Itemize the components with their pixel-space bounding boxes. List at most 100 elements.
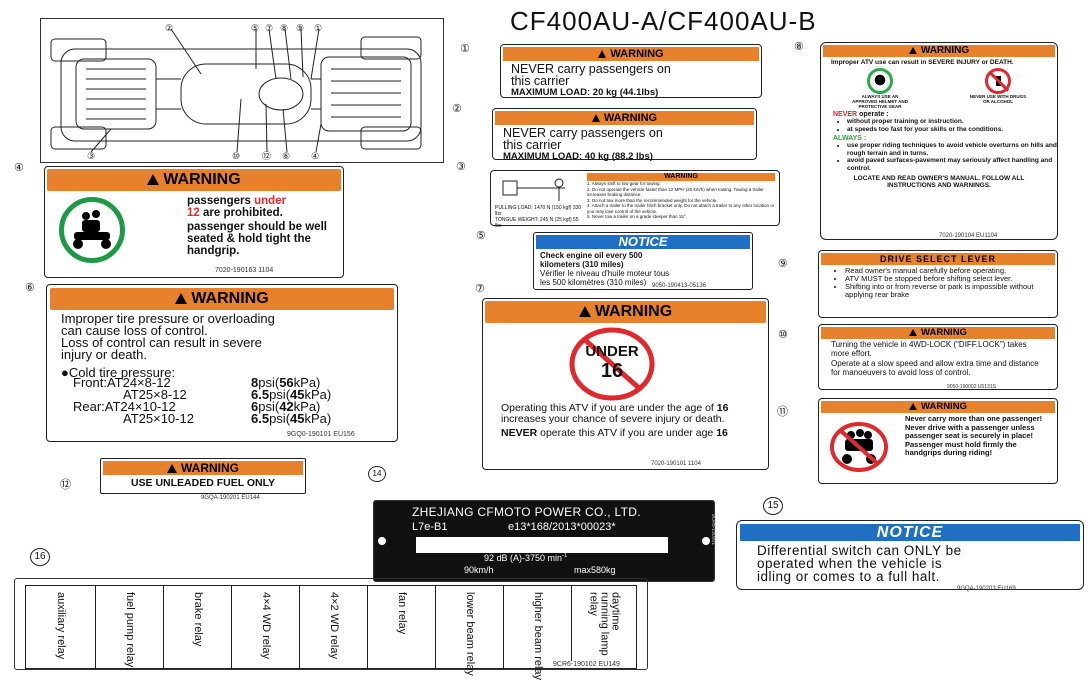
- relay-cell-fuel-pump: fuel pump relay: [96, 586, 164, 670]
- relay-cell-brake: brake relay: [164, 586, 232, 670]
- warning-header-text: WARNING: [603, 112, 658, 124]
- warning-header-text: WARNING: [191, 290, 269, 307]
- callout-4: ④: [14, 162, 24, 174]
- warning-triangle-icon: [175, 293, 188, 304]
- towing-item-4: 4. Attach a trailer to the trailer hitch…: [587, 203, 775, 214]
- label-passenger-under-12: WARNING passengers under 12 are prohibit…: [44, 166, 344, 278]
- tongue-weight-label: TONGUE WEIGHT:: [495, 217, 539, 223]
- label-code: 9GQ0-190101 EU156: [287, 431, 355, 438]
- label-improper-use: WARNING Improper ATV use can result in S…: [820, 42, 1058, 240]
- label-towing: PULLING LOAD: 1470 N (150 kgf) 330 lbs T…: [490, 170, 780, 229]
- callout-15: 15: [763, 497, 783, 515]
- drive-select-header: DRIVE SELECT LEVER: [821, 253, 1055, 265]
- label-4wd-lock: WARNING Turning the vehicle in 4WD-LOCK …: [818, 324, 1058, 390]
- warning-header: WARNING: [485, 301, 766, 323]
- warning-header-text: WARNING: [921, 327, 967, 338]
- warning-header-text: WARNING: [163, 171, 241, 188]
- relay-grid: auxiliary relay fuel pump relay brake re…: [25, 585, 637, 680]
- label-code: 9050-190413-05136: [652, 283, 707, 289]
- callout-11: ⑪: [777, 406, 788, 418]
- tongue-weight-value: 245 N (25 kgf) 55 lbs: [495, 217, 579, 229]
- one-passenger-text: Never carry more than one passenger! Nev…: [905, 414, 1043, 457]
- callout-10: ⑩: [778, 329, 788, 341]
- callout-9: ⑨: [778, 258, 788, 270]
- diagram-callout-bottom-5: ④: [311, 151, 319, 161]
- diff-line-2: operated when the vehicle is: [757, 556, 943, 571]
- tire-row-end: kPa): [293, 399, 321, 414]
- helmet-icon-group: ALWAYS USE AN APPROVED HELMET AND PROTEC…: [850, 68, 910, 109]
- tire-row-unit: psi(: [258, 375, 280, 390]
- diagram-callout-top-1: ②: [165, 23, 173, 33]
- relay-label: higher beam relay: [531, 592, 544, 680]
- callout-3: ③: [456, 161, 466, 173]
- label-carrier-40kg: WARNING NEVER carry passengers on this c…: [492, 108, 757, 162]
- diff-line-3: idling or comes to a full halt.: [757, 569, 940, 584]
- relay-cell-fan: fan relay: [368, 586, 436, 670]
- callout-12: ⑫: [60, 479, 71, 491]
- no-alcohol-icon: [985, 68, 1011, 94]
- warning-header: WARNING: [503, 47, 759, 61]
- callout-1: ①: [460, 43, 470, 55]
- oil-line-2: kilometers (310 miles): [540, 260, 624, 269]
- under-16-line-1: Operating this ATV if you are under the …: [501, 403, 751, 425]
- nameplate-vin-box: [416, 537, 668, 553]
- carrier-max-load: MAXIMUM LOAD: 40 kg (88.2 lbs): [503, 151, 653, 162]
- passenger-line-1b: under: [254, 195, 287, 207]
- tire-line-4: injury or death.: [61, 347, 147, 362]
- relay-cell-daytime-lamp: daytime running lamp relay: [572, 586, 636, 670]
- relay-label: brake relay: [191, 592, 204, 647]
- label-code: 9GQA-190201 EU144: [201, 495, 260, 501]
- warning-triangle-icon: [909, 329, 918, 336]
- carrier-line-2: this carrier: [511, 74, 570, 88]
- relay-label: fuel pump relay: [123, 592, 136, 668]
- never-tail: operate :: [857, 111, 889, 118]
- carrier-line-1: NEVER carry passengers on: [511, 62, 671, 76]
- atv-topview-drawing: ② ⑤ ⑦ ⑧ ⑨ ① ③ ⑩ ⑫ ⑥ ④: [50, 23, 422, 161]
- callout-5: ⑤: [476, 230, 486, 242]
- drive-select-item: ATV MUST be stopped before shifting sele…: [845, 275, 1057, 283]
- never-item: at speeds too fast for your skills or th…: [847, 126, 1057, 134]
- passenger-line-1a: passengers: [187, 195, 255, 207]
- drive-select-item: Read owner's manual carefully before ope…: [845, 267, 1057, 275]
- pull-load-value: 1470 N (150 kgf) 330 lbs: [495, 205, 582, 217]
- diagram-callout-top-5: ⑨: [296, 23, 304, 33]
- nameplate-max: max580kg: [574, 565, 616, 575]
- tire-row-end: kPa): [304, 387, 332, 402]
- callout-15-text: 15: [767, 500, 779, 511]
- relay-label: lower beam relay: [463, 592, 476, 676]
- tire-row-kpa: 45: [290, 387, 305, 402]
- label-under-16: WARNING UNDER 16 Operating this ATV if y…: [482, 298, 769, 470]
- callout-7: ⑦: [475, 283, 485, 295]
- warning-header-text: WARNING: [921, 401, 967, 412]
- diagram-callout-top-3: ⑦: [265, 23, 273, 33]
- diagram-callout-bottom-4: ⑥: [282, 151, 290, 161]
- sign-under-text: UNDER: [585, 343, 639, 360]
- warning-triangle-icon: [167, 464, 177, 473]
- oil-line-3: Vérifier le niveau d'huile moteur tous: [540, 269, 670, 278]
- relay-cell-4x2: 4×2 WD relay: [300, 586, 368, 670]
- callout-2: ②: [452, 103, 462, 115]
- callout-8: ⑧: [794, 41, 804, 53]
- under-16-line-1a: Operating this ATV if you are under the …: [501, 402, 717, 414]
- notice-header: NOTICE: [740, 524, 1080, 541]
- relay-cell-auxiliary: auxiliary relay: [26, 586, 96, 670]
- relay-cell-lower-beam: lower beam relay: [436, 586, 504, 676]
- diagram-callout-bottom-2: ⑩: [232, 151, 240, 161]
- improper-icons: ALWAYS USE AN APPROVED HELMET AND PROTEC…: [821, 68, 1057, 109]
- warning-triangle-icon: [909, 403, 918, 410]
- sign-age-number: 16: [600, 360, 624, 382]
- towing-diagram: PULLING LOAD: 1470 N (150 kgf) 330 lbs T…: [495, 175, 585, 229]
- label-notice-oil: NOTICE Check engine oil every 500 kilome…: [533, 232, 753, 290]
- nameplate-side-code: 9CR6-190001: [710, 513, 716, 545]
- atv-diagram: ② ⑤ ⑦ ⑧ ⑨ ① ③ ⑩ ⑫ ⑥ ④: [40, 18, 444, 163]
- relay-label: 4×4 WD relay: [259, 592, 272, 659]
- trailer-hitch-icon: [502, 178, 565, 201]
- warning-triangle-icon: [578, 306, 591, 317]
- under-16-never: NEVER: [501, 427, 538, 439]
- warning-header-text: WARNING: [181, 461, 239, 475]
- nameplate-noise: 92 dB (A)-3750 min-1: [484, 553, 567, 563]
